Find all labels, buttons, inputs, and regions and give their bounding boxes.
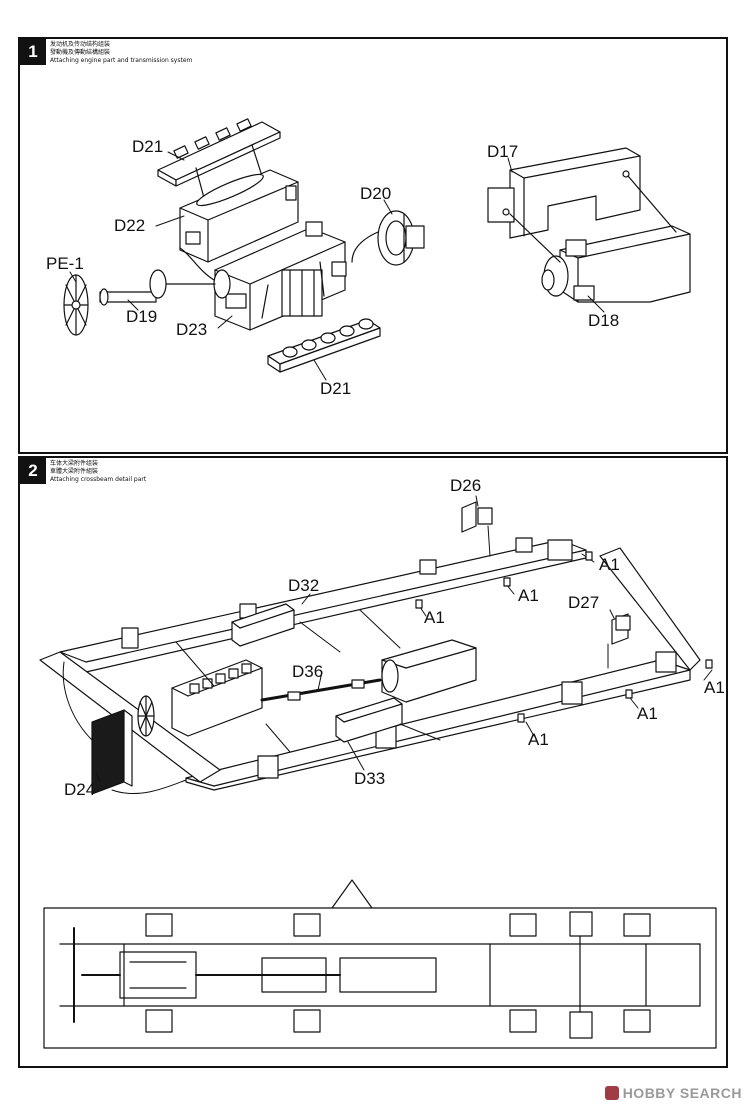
label-d17: D17 [487, 142, 519, 161]
label-d33: D33 [354, 769, 386, 788]
label-d21-top: D21 [132, 137, 164, 156]
guide-line [251, 144, 263, 177]
label-pe1: PE-1 [46, 254, 84, 273]
step-2-guides [62, 525, 609, 794]
step-1-leaders [69, 151, 605, 381]
gearbox-housing-d17 [487, 147, 641, 239]
step-2-caption-zh-traditional: 車體大梁附件組裝 [50, 468, 99, 475]
cross-member-d32 [231, 603, 295, 647]
step-2-caption-en: Attaching crossbeam detail part [50, 476, 147, 483]
a1-clips [415, 551, 713, 723]
gearbox-assembly [381, 639, 477, 703]
engine-assembly [137, 659, 263, 737]
step-1-caption-en: Attaching engine part and transmission s… [50, 57, 193, 64]
guide-line [261, 284, 269, 319]
label-d20: D20 [360, 184, 392, 203]
label-a1-6: A1 [528, 730, 549, 749]
label-d23: D23 [176, 320, 208, 339]
bracket-d26 [461, 501, 493, 533]
guide-line [319, 261, 325, 297]
transmission-d23 [213, 221, 347, 331]
label-a1-4: A1 [704, 678, 725, 697]
label-a1-2: A1 [518, 586, 539, 605]
drive-shaft-d19 [99, 269, 216, 306]
label-d27: D27 [568, 593, 600, 612]
guide-line [627, 175, 677, 233]
label-a1-5: A1 [637, 704, 658, 723]
label-d26: D26 [450, 476, 482, 495]
label-d22: D22 [114, 216, 146, 235]
bottom-cover-d21 [267, 318, 381, 373]
flywheel-d20 [377, 210, 425, 266]
label-a1-1: A1 [599, 555, 620, 574]
drive-shaft-d36 [260, 678, 382, 702]
guide-line [351, 231, 379, 263]
step-2-caption: 车体大梁附件组装 車體大梁附件組裝 Attaching crossbeam de… [50, 460, 146, 484]
step-1-caption-zh-traditional: 發動機及傳動結構組裝 [50, 49, 111, 56]
step-2-number: 2 [20, 458, 46, 484]
label-d19: D19 [126, 307, 158, 326]
label-a1-3: A1 [424, 608, 445, 627]
step-2-leaders [95, 495, 713, 783]
guide-line [179, 247, 215, 281]
label-d36: D36 [292, 662, 324, 681]
watermark-text: HOBBY SEARCH [622, 1085, 742, 1101]
gearbox-d18 [541, 225, 691, 303]
bracket-d27 [611, 613, 631, 645]
step-1-caption-zh-simplified: 发动机及传动结构组装 [50, 41, 111, 48]
hobby-search-logo-icon [604, 1086, 619, 1100]
label-d21-bottom: D21 [320, 379, 352, 398]
step-1-panel: 1 发动机及传动结构组装 發動機及傳動結構組裝 Attaching engine… [18, 37, 728, 454]
step-2-caption-zh-simplified: 车体大梁附件组装 [50, 460, 99, 467]
label-d18: D18 [588, 311, 620, 330]
step-1-caption: 发动机及传动结构组装 發動機及傳動結構組裝 Attaching engine p… [50, 41, 192, 65]
watermark: HOBBY SEARCH [604, 1085, 742, 1101]
radiator-d24 [91, 709, 133, 795]
engine-block-d22 [179, 169, 299, 263]
plan-view-callout [43, 879, 717, 1049]
step-1-number: 1 [20, 39, 46, 65]
engine-top-cover-d21 [157, 118, 281, 187]
cross-member-d33 [335, 697, 403, 743]
chassis-frame [39, 537, 701, 791]
step-2-panel: 2 车体大梁附件组装 車體大梁附件組裝 Attaching crossbeam … [18, 456, 728, 1068]
label-d32: D32 [288, 576, 320, 595]
guide-line [195, 167, 205, 199]
guide-line [509, 213, 561, 263]
label-d24: D24 [64, 780, 96, 799]
fan-pe1 [63, 274, 89, 336]
